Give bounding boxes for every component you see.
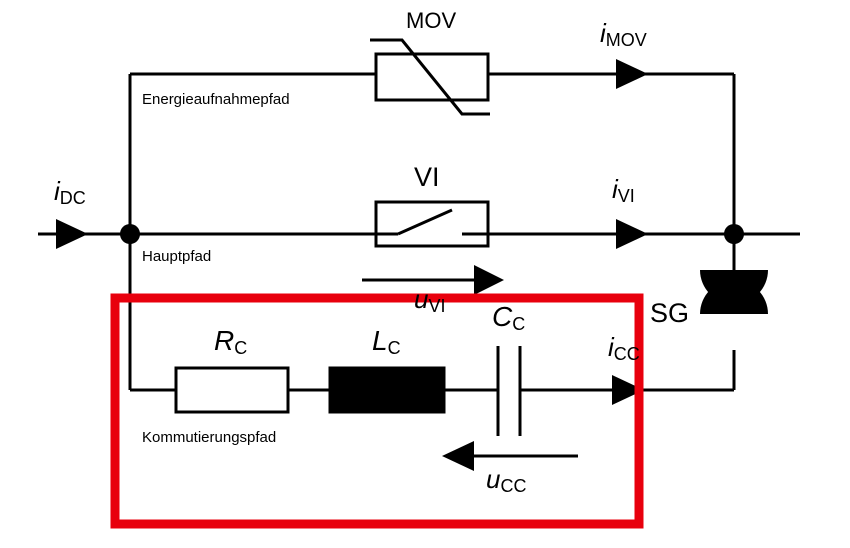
mov-label: MOV — [406, 8, 456, 33]
vi-switch — [374, 200, 490, 248]
symbol-i-vi: iVI — [612, 174, 635, 206]
arrow-icc-icon — [612, 375, 644, 405]
main-path-label: Hauptpfad — [142, 248, 211, 265]
mov-varistor — [370, 38, 490, 116]
symbol-c-c: CC — [492, 301, 525, 334]
commutation-path-label: Kommutierungspfad — [142, 429, 276, 446]
energy-path-label: Energieaufnahmepfad — [142, 91, 290, 108]
spark-gap — [700, 234, 768, 314]
sg-label: SG — [650, 298, 689, 328]
symbol-i-mov: iMOV — [600, 18, 647, 50]
highlight-frame — [110, 293, 644, 529]
left-junction-node — [120, 224, 140, 244]
arrow-ivi-icon — [616, 219, 648, 249]
arrow-ucc-icon — [442, 441, 578, 471]
symbol-u-cc: uCC — [486, 464, 526, 496]
symbol-r-c: RC — [214, 325, 247, 358]
arrow-uvi-icon — [362, 265, 504, 295]
symbol-i-cc: iCC — [608, 332, 640, 364]
resistor-rc — [174, 366, 290, 414]
arrow-idc-icon — [56, 219, 88, 249]
arrow-imov-icon — [616, 59, 648, 89]
symbol-l-c: LC — [372, 325, 401, 358]
symbol-u-vi: uVI — [414, 284, 445, 316]
capacitor-cc — [496, 346, 522, 436]
vi-label: VI — [414, 162, 440, 192]
inductor-lc — [328, 366, 446, 414]
symbol-i-dc: iDC — [54, 176, 86, 208]
